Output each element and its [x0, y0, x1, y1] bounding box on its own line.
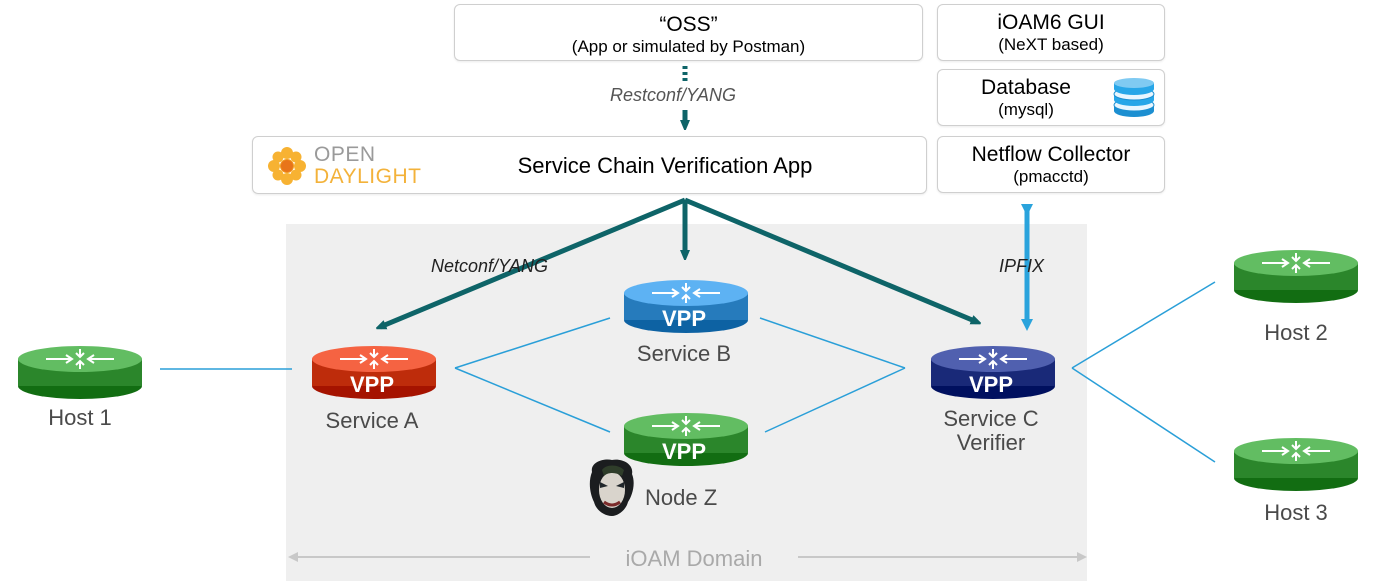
odl-app-box: OPEN DAYLIGHT Service Chain Verification… — [252, 136, 927, 194]
host1-router-icon — [16, 345, 144, 408]
joker-avatar-icon — [589, 459, 634, 516]
netconf-label: Netconf/YANG — [431, 256, 549, 276]
oss-title: “OSS” — [659, 13, 718, 36]
service-c-router-icon — [929, 345, 1057, 408]
netconf-arrow-service-a — [380, 197, 686, 327]
link-service-a-service-b — [454, 317, 611, 369]
link-node-z-service-c — [764, 367, 906, 433]
service-b-badge: VPP — [661, 306, 707, 331]
host2-label: Host 2 — [1264, 320, 1328, 345]
oss-subtitle: (App or simulated by Postman) — [571, 37, 806, 56]
database-icon — [1113, 78, 1155, 117]
node-z-label: Node Z — [645, 485, 718, 510]
service-c-badge: VPP — [968, 372, 1014, 397]
gui-title: iOAM6 GUI — [997, 11, 1105, 34]
app-title: Service Chain Verification App — [517, 153, 813, 178]
database-title: Database — [981, 76, 1071, 99]
service-b-label: Service B — [636, 341, 732, 366]
host1-label: Host 1 — [48, 405, 112, 430]
link-service-b-service-c — [759, 317, 906, 369]
service-c-label-line2: Verifier — [956, 430, 1026, 455]
database-box: Database (mysql) — [937, 69, 1165, 126]
ioam-domain-label: iOAM Domain — [625, 546, 763, 571]
service-a-router-icon — [310, 345, 438, 408]
ipfix-label: IPFIX — [999, 256, 1045, 276]
host2-router-icon — [1232, 249, 1360, 312]
restconf-label: Restconf/YANG — [610, 85, 737, 105]
database-subtitle: (mysql) — [998, 100, 1054, 119]
collector-box: Netflow Collector (pmacctd) — [937, 136, 1165, 193]
link-service-c-host2 — [1071, 281, 1216, 369]
node-z-router-icon — [622, 412, 750, 475]
service-c-label: Service C — [943, 406, 1039, 431]
odl-logo-text-open: OPEN — [314, 143, 376, 166]
gui-box: iOAM6 GUI (NeXT based) — [937, 4, 1165, 61]
host3-router-icon — [1232, 437, 1360, 500]
host3-label: Host 3 — [1264, 500, 1328, 525]
service-a-badge: VPP — [349, 372, 395, 397]
odl-logo-text-daylight: DAYLIGHT — [314, 165, 422, 188]
collector-subtitle: (pmacctd) — [1013, 167, 1089, 186]
netconf-arrow-service-c — [684, 197, 977, 322]
link-service-a-node-z — [454, 367, 611, 433]
collector-title: Netflow Collector — [971, 143, 1131, 166]
service-a-label: Service A — [325, 408, 419, 433]
gui-subtitle: (NeXT based) — [998, 35, 1104, 54]
node-z-badge: VPP — [661, 439, 707, 464]
opendaylight-logo-icon — [268, 147, 306, 185]
link-service-c-host3 — [1071, 367, 1216, 463]
oss-box: “OSS” (App or simulated by Postman) — [454, 4, 923, 61]
service-b-router-icon — [622, 279, 750, 342]
